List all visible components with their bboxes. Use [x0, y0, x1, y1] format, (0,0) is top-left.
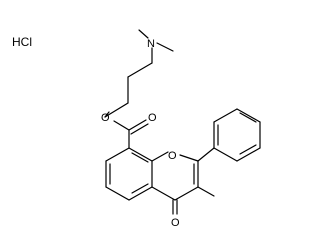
salt-label: HCl	[12, 35, 32, 49]
bond-benzo-1	[128, 147, 153, 162]
bond-ester-o-carbonyl	[113, 120, 130, 131]
bond-phenyl-6	[213, 147, 238, 162]
bond-ring-o-right	[179, 154, 199, 162]
bond-phenyl-inner-2	[239, 112, 257, 123]
structure-diagram: HCl N O O O O	[12, 29, 261, 229]
bond-chain-3	[104, 102, 129, 118]
bond-n-methyl-right	[156, 42, 174, 52]
bond-benzo-inner-1	[131, 152, 149, 163]
bond-c3-c4	[174, 186, 199, 201]
atom-ring-oxygen: O	[168, 150, 177, 162]
bond-ring-o-left	[151, 151, 169, 162]
bond-phenyl-inner-3	[239, 144, 257, 155]
bond-phenyl-3	[236, 108, 261, 123]
bond-c4-c4a	[151, 186, 176, 201]
atom-carbonyl-oxygen: O	[148, 112, 157, 124]
bond-benzo-4	[105, 186, 130, 201]
atom-ketone-oxygen: O	[171, 217, 180, 229]
bond-ester-o-chain	[104, 111, 110, 118]
bond-methyl	[197, 186, 215, 197]
bond-benzo-inner-2	[131, 183, 149, 194]
bond-chain-1	[127, 62, 153, 78]
atom-ester-oxygen: O	[101, 112, 110, 124]
bond-phenyl-5	[236, 147, 261, 162]
bond-benzo-6	[105, 147, 130, 162]
bond-benzo-3	[128, 186, 153, 201]
bond-carbonyl-double-a	[128, 119, 147, 131]
bond-phenyl-link	[197, 147, 215, 162]
bond-n-methyl-left	[138, 29, 149, 39]
bond-carbonyl-double-b	[130, 123, 149, 135]
bond-phenyl-2	[213, 108, 238, 123]
atom-nitrogen: N	[147, 38, 155, 50]
